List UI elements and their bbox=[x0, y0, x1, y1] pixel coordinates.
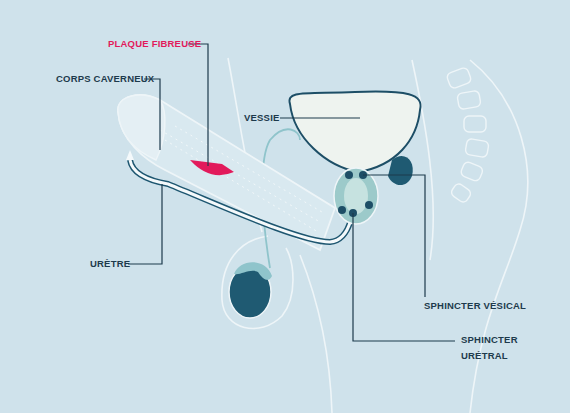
bladder-sphincter-dot bbox=[345, 171, 353, 179]
seminal-vesicle bbox=[388, 156, 413, 185]
vertebra bbox=[450, 182, 473, 204]
part-label: URÈTRE bbox=[90, 256, 130, 272]
scrotum-outline bbox=[222, 236, 293, 329]
prostate-inner bbox=[344, 178, 368, 214]
part-label: PLAQUE FIBREUSE bbox=[108, 36, 201, 52]
vertebra bbox=[465, 138, 489, 158]
leader-line bbox=[128, 184, 162, 264]
part-label: SPHINCTER URÉTRAL bbox=[461, 332, 527, 364]
body-outline bbox=[222, 58, 528, 413]
vertebra bbox=[457, 90, 481, 110]
urethral-sphincter-dot bbox=[365, 201, 373, 209]
urethra-wall bbox=[130, 160, 356, 242]
sphincter-dots bbox=[338, 171, 373, 217]
texture-line bbox=[160, 130, 320, 222]
fibrous-plaque bbox=[190, 160, 234, 175]
leader-line bbox=[280, 117, 360, 118]
leader-line bbox=[363, 175, 425, 297]
epididymis bbox=[234, 262, 272, 280]
leader-line bbox=[188, 44, 208, 166]
vertebra bbox=[446, 67, 472, 90]
urethra bbox=[130, 160, 356, 242]
thigh-line bbox=[300, 255, 332, 413]
urethra-arrow bbox=[126, 150, 134, 160]
urethral-sphincter-dot bbox=[338, 206, 346, 214]
spine bbox=[446, 67, 489, 204]
glans bbox=[118, 95, 165, 160]
part-label: CORPS CAVERNEUX bbox=[56, 71, 154, 87]
texture-line bbox=[165, 140, 318, 232]
leader-line bbox=[353, 213, 455, 341]
leader-lines bbox=[128, 44, 455, 341]
leader-line bbox=[144, 79, 160, 150]
vertebra bbox=[464, 116, 486, 132]
pelvis-line bbox=[412, 60, 433, 260]
part-label: VESSIE bbox=[244, 110, 280, 126]
prostate bbox=[334, 168, 378, 224]
part-label: SPHINCTER VÉSICAL bbox=[424, 298, 526, 314]
vertebra bbox=[460, 161, 484, 182]
